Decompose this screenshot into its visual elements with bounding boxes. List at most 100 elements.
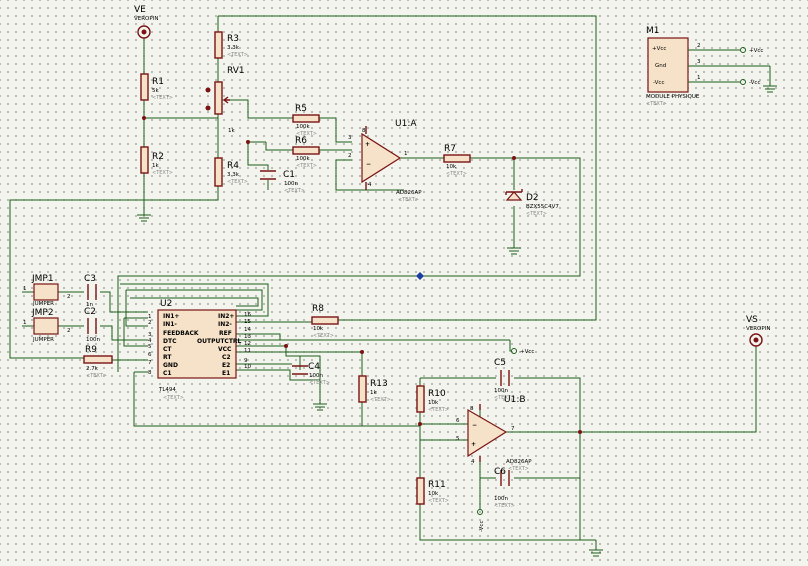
- r13-ref: R13: [370, 379, 388, 389]
- zener-d2: D2 BZX55C4V7 <TEXT>: [505, 189, 559, 217]
- svg-text:−: −: [366, 161, 371, 168]
- opamp-u1b: − + U1:B 7 6 5 8 4 AD826AP <TEXT>: [456, 395, 532, 472]
- u2-rpin-15: IN2-: [218, 321, 232, 328]
- r10-text: <TEXT>: [428, 407, 449, 413]
- vcc-terminal: +Vcc: [509, 340, 534, 355]
- u2-rpin-14: REF: [219, 330, 232, 337]
- r7-text: <TEXT>: [446, 171, 467, 177]
- u2-rnum-11: 11: [244, 348, 251, 354]
- rv1-value: 1k: [228, 128, 235, 134]
- u2-lpin-6: RT: [163, 354, 172, 361]
- u1a-value: AD826AP: [396, 190, 422, 196]
- u1b-value: AD826AP: [506, 459, 532, 465]
- u2-rpin-9: E1: [222, 370, 230, 377]
- resistor-r7: R7 10k <TEXT>: [443, 144, 471, 177]
- c5-ref: C5: [494, 358, 506, 368]
- u2-rpin-11: C2: [222, 354, 231, 361]
- r13-text: <TEXT>: [370, 397, 391, 403]
- resistor-r3: R3 3.3k <TEXT>: [214, 31, 248, 59]
- resistor-r6: R6 100k <TEXT>: [292, 136, 320, 169]
- r1-ref: R1: [152, 77, 164, 87]
- ic-u2: U2 1 2 3 4 5 6 7 8 IN1+ IN1- FEEDBACK DT…: [148, 299, 251, 401]
- jmp1-p1: 1: [23, 286, 27, 292]
- u1a-pin-inn: 2: [348, 153, 352, 159]
- r2-value: 1k: [152, 163, 159, 169]
- r11-ref: R11: [428, 480, 446, 490]
- u2-lnum-3: 3: [148, 332, 152, 338]
- c6-ref: C6: [494, 467, 506, 477]
- r7-value: 10k: [446, 164, 457, 170]
- r2-text: <TEXT>: [152, 170, 173, 176]
- r7-ref: R7: [444, 144, 456, 154]
- r6-ref: R6: [295, 136, 307, 146]
- c4-text: <TEXT>: [309, 380, 330, 386]
- c3-value: 1n: [86, 302, 93, 308]
- resistor-r9: R9 2.7k <TEXT>: [83, 345, 113, 379]
- r6-value: 100k: [296, 156, 310, 162]
- vcc-label: +Vcc: [520, 349, 534, 355]
- rv1-ref: RV1: [227, 66, 245, 76]
- u1b-pin-out: 7: [511, 426, 515, 432]
- u2-lnum-2: 2: [148, 320, 152, 326]
- module-m1: M1 +Vcc Gnd -Vcc 2 3 1 +Vcc -Vcc MODULE …: [646, 26, 770, 107]
- u2-text: <TEXT>: [163, 395, 184, 401]
- r9-text: <TEXT>: [86, 373, 107, 379]
- svg-text:−: −: [472, 422, 477, 429]
- ve-value: VEROPIN: [134, 16, 158, 22]
- m1-name: MODULE PHYSIQUE: [646, 94, 700, 100]
- c6-text: <TEXT>: [494, 503, 515, 509]
- ground-symbols: [137, 66, 777, 557]
- u1a-ref: U1:A: [395, 119, 417, 129]
- u1b-text: <TEXT>: [508, 466, 529, 472]
- u2-value: TL494: [158, 387, 176, 393]
- r11-text: <TEXT>: [428, 498, 449, 504]
- r2-ref: R2: [152, 152, 164, 162]
- u2-lpin-4: DTC: [163, 338, 177, 345]
- m1-pin-gnd: Gnd: [655, 63, 666, 69]
- c1-text: <TEXT>: [284, 188, 305, 194]
- capacitor-c6: C6 100n <TEXT>: [494, 467, 515, 509]
- r13-value: 1k: [370, 390, 377, 396]
- r1-value: 5k: [152, 88, 159, 94]
- jumper-jmp2: JMP2 1 2 JUMPER: [23, 308, 71, 343]
- u1a-pin-v: 8: [362, 128, 366, 134]
- r9-value: 2.7k: [86, 366, 99, 372]
- m1-pin-nvcc: -Vcc: [653, 80, 664, 86]
- u2-ref: U2: [160, 299, 172, 309]
- resistor-r13: R13 1k <TEXT>: [358, 375, 391, 403]
- r3-ref: R3: [227, 34, 239, 44]
- r8-ref: R8: [312, 304, 324, 314]
- c5-text: <TEXT>: [494, 395, 515, 401]
- m1-num-1: 1: [697, 75, 701, 81]
- u2-lnum-7: 7: [148, 360, 152, 366]
- m1-pin-vcc: +Vcc: [652, 46, 666, 52]
- u2-rnum-10: 10: [244, 364, 251, 370]
- resistor-r4: R4 3.3k <TEXT>: [214, 157, 248, 187]
- nvcc-label: -Vcc: [479, 521, 485, 532]
- d2-text: <TEXT>: [526, 211, 547, 217]
- capacitor-c2: C2 100n: [84, 307, 100, 343]
- m1-num-3: 3: [697, 59, 701, 65]
- u2-lnum-5: 5: [148, 344, 152, 350]
- terminal-ve: VE VEROPIN: [134, 5, 158, 39]
- svg-text:+: +: [471, 441, 476, 448]
- ve-ref: VE: [134, 5, 146, 15]
- m1-rail-nvcc: -Vcc: [749, 80, 760, 86]
- c6-value: 100n: [494, 496, 508, 502]
- r8-text: <TEXT>: [313, 333, 334, 339]
- jmp1-p2: 2: [67, 294, 71, 300]
- jmp2-p1: 1: [23, 320, 27, 326]
- c5-value: 100n: [494, 388, 508, 394]
- jmp1-value: JUMPER: [32, 301, 54, 307]
- capacitor-c1: C1 100n <TEXT>: [260, 170, 305, 194]
- u2-lnum-8: 8: [148, 370, 152, 376]
- r3-text: <TEXT>: [227, 52, 248, 58]
- u2-rnum-13: 13: [244, 334, 251, 340]
- capacitor-c5: C5 100n <TEXT>: [494, 358, 515, 401]
- u2-rpin-13: OUTPUTCTRL: [197, 338, 242, 345]
- u2-rnum-15: 15: [244, 319, 251, 325]
- m1-num-2: 2: [697, 43, 701, 49]
- resistor-r2: R2 1k <TEXT>: [140, 146, 173, 176]
- r1-text: <TEXT>: [152, 95, 173, 101]
